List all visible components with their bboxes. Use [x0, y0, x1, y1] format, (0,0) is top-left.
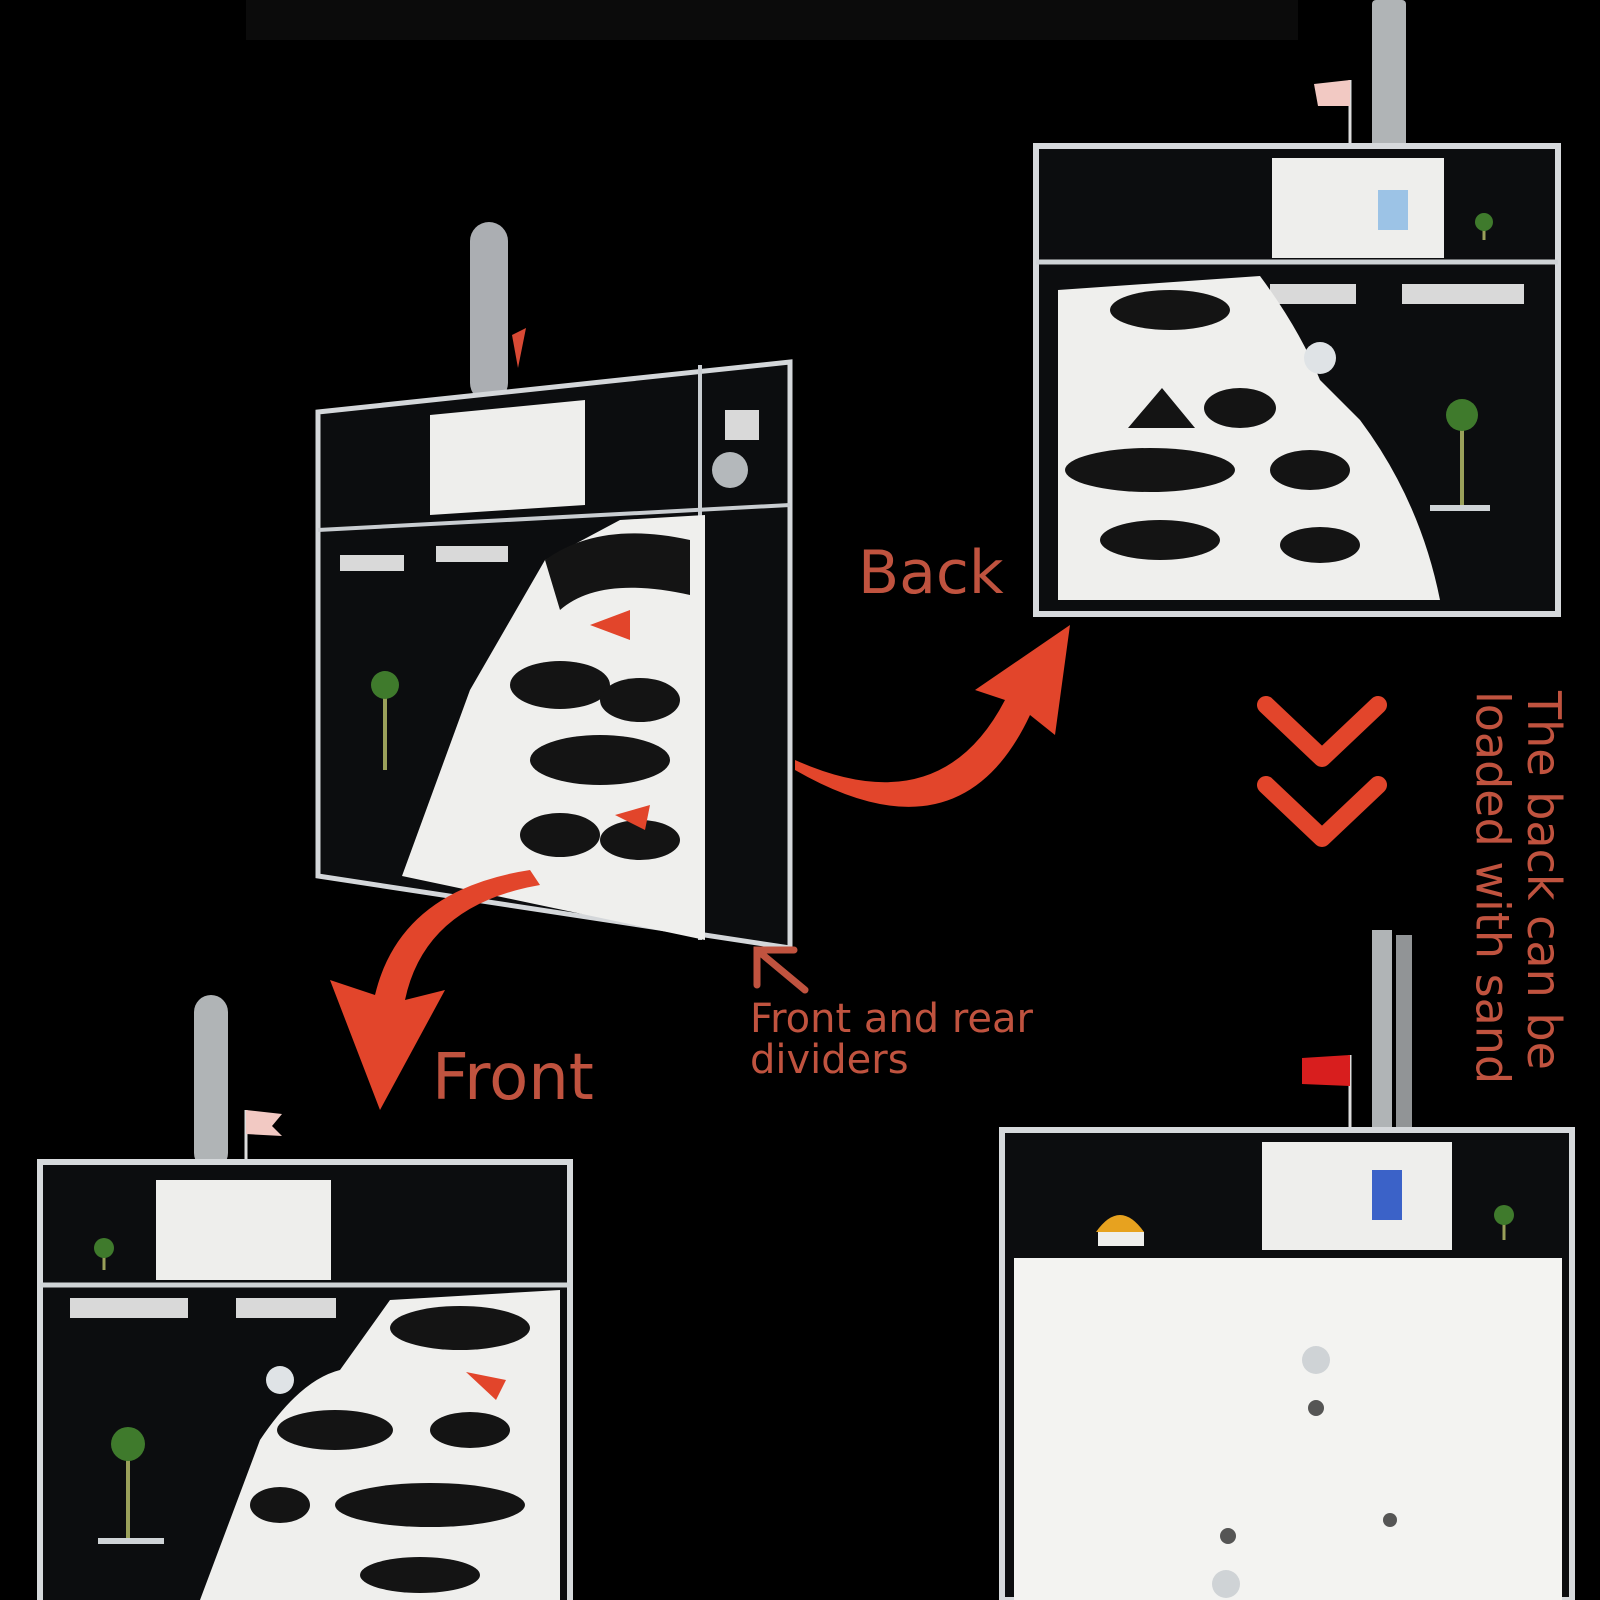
feeding-box: [430, 400, 585, 515]
feeding-box: [1272, 158, 1444, 258]
dividers-caption: Front and rear dividers: [750, 999, 1033, 1081]
sand-caption-line2: loaded with sand: [1465, 691, 1520, 1085]
back-label: Back: [858, 538, 1004, 608]
formicarium-front: [37, 995, 573, 1600]
dividers-caption-line1: Front and rear: [750, 996, 1033, 1042]
curved-arrow-icon: [795, 625, 1070, 807]
top-bar: [246, 0, 1298, 40]
test-tube: [1372, 930, 1392, 1140]
double-chevron-down-icon: [1257, 696, 1387, 847]
flag-icon: [246, 1110, 282, 1136]
feeding-box: [1262, 1142, 1452, 1250]
flag-icon: [1314, 80, 1350, 106]
flag-icon: [512, 328, 526, 368]
formicarium-sand: [999, 930, 1575, 1600]
sand-layer: [1014, 1258, 1562, 1600]
dividers-caption-line2: dividers: [750, 1036, 909, 1083]
test-tube: [470, 222, 508, 402]
food-dish: [1096, 1215, 1144, 1232]
sand-caption: The back can be loaded with sand: [1465, 691, 1572, 1085]
test-tube: [1372, 0, 1406, 160]
diagonal-arrow-icon: [753, 946, 809, 994]
formicarium-back: [1033, 0, 1561, 617]
front-label: Front: [432, 1041, 594, 1115]
curved-arrow-icon: [330, 870, 540, 1110]
test-tube: [194, 995, 228, 1170]
formicarium-angled: [315, 222, 793, 951]
flag-icon: [1302, 1055, 1350, 1086]
sand-caption-line1: The back can be: [1517, 691, 1572, 1070]
feeding-box: [156, 1180, 331, 1280]
nest-insert: [1058, 276, 1440, 600]
